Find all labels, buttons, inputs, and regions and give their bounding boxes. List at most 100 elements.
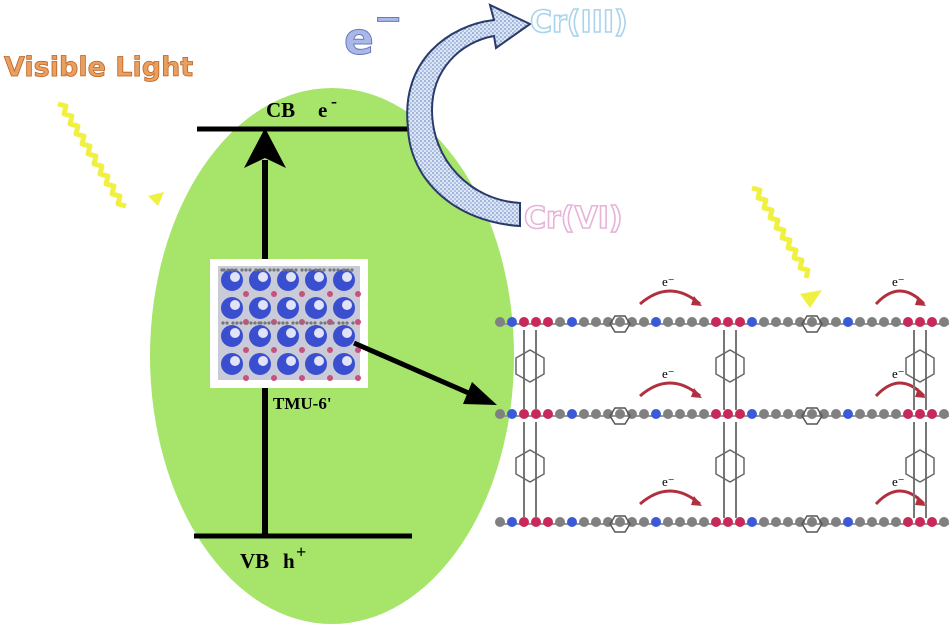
atom bbox=[915, 517, 925, 527]
atom bbox=[591, 517, 601, 527]
atom bbox=[687, 317, 697, 327]
atom bbox=[711, 317, 721, 327]
atom bbox=[675, 409, 685, 419]
atom bbox=[747, 517, 757, 527]
zoom-pointer-arrow-head bbox=[463, 382, 497, 405]
atom bbox=[699, 317, 709, 327]
atom bbox=[531, 409, 541, 419]
atom bbox=[531, 517, 541, 527]
atom bbox=[711, 409, 721, 419]
atom bbox=[783, 317, 793, 327]
atom bbox=[543, 517, 553, 527]
atom bbox=[507, 517, 517, 527]
atom bbox=[903, 409, 913, 419]
atom bbox=[651, 409, 661, 419]
atom bbox=[579, 317, 589, 327]
vb-hole-sign: + bbox=[296, 542, 306, 562]
atom bbox=[867, 517, 877, 527]
atom bbox=[555, 517, 565, 527]
chain-electron-arrow bbox=[639, 381, 701, 398]
mof-chain-structure: e⁻e⁻e⁻e⁻e⁻e⁻ bbox=[495, 274, 949, 533]
atom bbox=[579, 517, 589, 527]
atom bbox=[927, 317, 937, 327]
atom bbox=[531, 317, 541, 327]
chain-electron-label: e⁻ bbox=[892, 474, 905, 489]
atom bbox=[639, 517, 649, 527]
atom bbox=[831, 409, 841, 419]
chain-electron-label: e⁻ bbox=[662, 366, 675, 381]
material-label: TMU-6' bbox=[273, 394, 332, 413]
atom bbox=[723, 409, 733, 419]
atom bbox=[939, 409, 949, 419]
atom bbox=[663, 409, 673, 419]
electron-label: e bbox=[344, 14, 374, 65]
atom bbox=[759, 317, 769, 327]
atom bbox=[519, 517, 529, 527]
cb-electron-sign: - bbox=[331, 91, 337, 111]
atom bbox=[675, 317, 685, 327]
atom bbox=[651, 517, 661, 527]
atom bbox=[771, 409, 781, 419]
atom bbox=[639, 409, 649, 419]
atom bbox=[903, 317, 913, 327]
product-label: Cr(III) bbox=[530, 5, 628, 40]
atom bbox=[507, 317, 517, 327]
atom bbox=[747, 409, 757, 419]
atom bbox=[507, 409, 517, 419]
atom bbox=[915, 317, 925, 327]
atom bbox=[843, 409, 853, 419]
cb-label: CB bbox=[266, 98, 295, 122]
atom bbox=[783, 517, 793, 527]
atom bbox=[495, 317, 505, 327]
atom bbox=[555, 409, 565, 419]
atom bbox=[639, 317, 649, 327]
atom bbox=[651, 317, 661, 327]
atom bbox=[567, 517, 577, 527]
atom bbox=[843, 317, 853, 327]
atom bbox=[591, 317, 601, 327]
atom bbox=[807, 317, 817, 327]
atom bbox=[867, 317, 877, 327]
atom bbox=[855, 317, 865, 327]
chain-electron-label: e⁻ bbox=[892, 274, 905, 289]
atom bbox=[771, 517, 781, 527]
light-wave-icon-right bbox=[751, 185, 822, 308]
electron-transfer-arrow bbox=[406, 3, 532, 228]
atom bbox=[843, 517, 853, 527]
atom bbox=[747, 317, 757, 327]
atom bbox=[699, 409, 709, 419]
atom bbox=[687, 517, 697, 527]
chain-electron-arrow bbox=[639, 289, 701, 306]
vb-label: VB bbox=[240, 549, 269, 573]
atom bbox=[735, 409, 745, 419]
atom bbox=[759, 409, 769, 419]
atom bbox=[519, 317, 529, 327]
atom bbox=[543, 409, 553, 419]
atom bbox=[867, 409, 877, 419]
atom bbox=[891, 409, 901, 419]
chain-electron-label: e⁻ bbox=[662, 274, 675, 289]
atom bbox=[495, 517, 505, 527]
atom bbox=[579, 409, 589, 419]
atom bbox=[855, 517, 865, 527]
atom bbox=[759, 517, 769, 527]
atom bbox=[711, 517, 721, 527]
light-wave-icon bbox=[57, 101, 164, 209]
atom bbox=[687, 409, 697, 419]
cb-electron-label: e bbox=[318, 98, 327, 122]
atom bbox=[495, 409, 505, 419]
atom bbox=[939, 517, 949, 527]
atom bbox=[735, 517, 745, 527]
atom bbox=[663, 517, 673, 527]
atom bbox=[879, 409, 889, 419]
atom bbox=[591, 409, 601, 419]
atom bbox=[855, 409, 865, 419]
atom bbox=[567, 317, 577, 327]
chain-electron-label: e⁻ bbox=[662, 474, 675, 489]
atom bbox=[807, 409, 817, 419]
atom bbox=[735, 317, 745, 327]
atom bbox=[879, 517, 889, 527]
atom bbox=[615, 517, 625, 527]
atom bbox=[939, 317, 949, 327]
